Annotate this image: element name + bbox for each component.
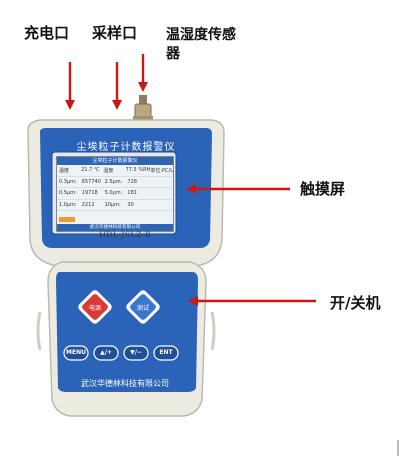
power-label: 开/关机 <box>330 294 381 312</box>
touch-screen-label: 触摸屏 <box>300 180 346 198</box>
screen-row: 0.5μm: 19718 5.0μm: 181 <box>57 188 173 200</box>
test-button-label: 测试 <box>136 305 149 312</box>
enter-button[interactable] <box>153 345 179 361</box>
screen-footer: 武汉华德林科技有限公司 <box>57 224 173 231</box>
test-button[interactable] <box>125 289 162 326</box>
screen-row: 温度 21.7 ℃ 湿度 77.5 %RH 单位:PC/L <box>57 165 173 177</box>
device-title: 尘埃粒子计数报警仪 <box>76 142 176 153</box>
up-button-label: ▲/+ <box>100 349 112 356</box>
arrow-sample-icon <box>112 62 122 110</box>
keypad-panel <box>56 272 198 392</box>
arrow-power-icon <box>188 296 316 306</box>
sensor-probe <box>133 95 153 122</box>
menu-button-label: MENU <box>66 349 86 356</box>
enter-button-label: ENT <box>159 349 173 356</box>
screen-row: 1.0μm: 2212 10μm: 30 <box>57 200 173 211</box>
power-button[interactable] <box>77 289 114 326</box>
arrow-charge-icon <box>65 62 75 110</box>
power-button-label: 电源 <box>88 305 101 312</box>
sensor-label: 温湿度传感器 <box>166 27 236 62</box>
model-number: HDL-JSLZ-B <box>99 230 151 239</box>
arrow-touch-icon <box>186 184 290 194</box>
arrow-sensor-icon <box>138 54 148 92</box>
screen-row: 0.3μm: 657740 2.5μm: 728 <box>57 177 173 188</box>
charge-port-label: 充电口 <box>24 24 70 42</box>
screen-status-tag <box>59 217 75 222</box>
sample-port-label: 采样口 <box>92 24 138 42</box>
up-button[interactable] <box>93 345 119 361</box>
brand-name: 武汉华德林科技有限公司 <box>81 379 169 388</box>
menu-button[interactable] <box>63 345 89 361</box>
down-button-label: ▼/− <box>130 349 142 356</box>
screen-header: 尘埃粒子计数报警仪 <box>57 157 173 165</box>
down-button[interactable] <box>123 345 149 361</box>
touch-screen[interactable]: 尘埃粒子计数报警仪 温度 21.7 ℃ 湿度 77.5 %RH 单位:PC/L … <box>56 156 174 232</box>
